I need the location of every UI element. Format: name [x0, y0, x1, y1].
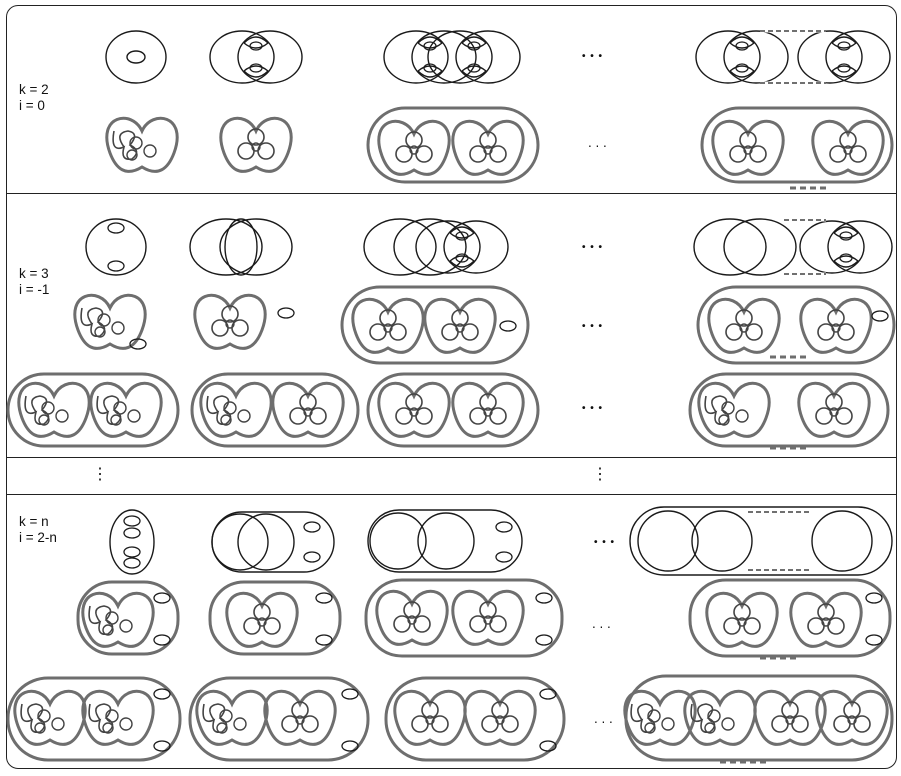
knot-k2-3 [368, 108, 538, 182]
knot-k2-1 [107, 118, 177, 171]
knot-k3-row2-2 [195, 295, 294, 348]
surface-k3-1 [86, 219, 146, 275]
knot-k2-n [702, 108, 892, 188]
knot-k3-row3-3 [368, 374, 538, 446]
surface-k2-3 [384, 31, 520, 83]
surface-kn-1 [110, 510, 154, 574]
surface-k2-2 [210, 31, 302, 83]
knot-k3-row3-1 [8, 374, 178, 446]
knot-k3-row2-3 [342, 287, 528, 363]
surface-kn-n [630, 507, 892, 575]
knot-k3-row2-1 [75, 295, 146, 349]
surface-k3-2 [190, 219, 292, 275]
knot-k3-row2-n [698, 287, 894, 363]
knot-k3-row3-2 [192, 374, 358, 446]
knot-kn-row2-2 [210, 582, 340, 654]
knot-kn-row3-1 [8, 678, 180, 760]
surface-k2-1 [106, 31, 166, 83]
surface-k3-3 [364, 219, 508, 275]
knot-kn-row2-n [690, 580, 890, 658]
surface-k2-n [696, 31, 890, 83]
surface-kn-2 [212, 512, 334, 572]
knot-kn-row2-1 [78, 582, 178, 654]
knot-kn-row3-3 [386, 678, 564, 760]
surface-kn-3 [368, 510, 522, 572]
knot-k3-row3-n [690, 374, 888, 448]
knot-kn-row3-2 [190, 678, 368, 760]
knot-kn-row2-3 [366, 580, 562, 656]
knot-kn-row3-n [625, 676, 892, 762]
knot-k2-2 [221, 118, 291, 171]
surface-k3-n [694, 219, 892, 275]
